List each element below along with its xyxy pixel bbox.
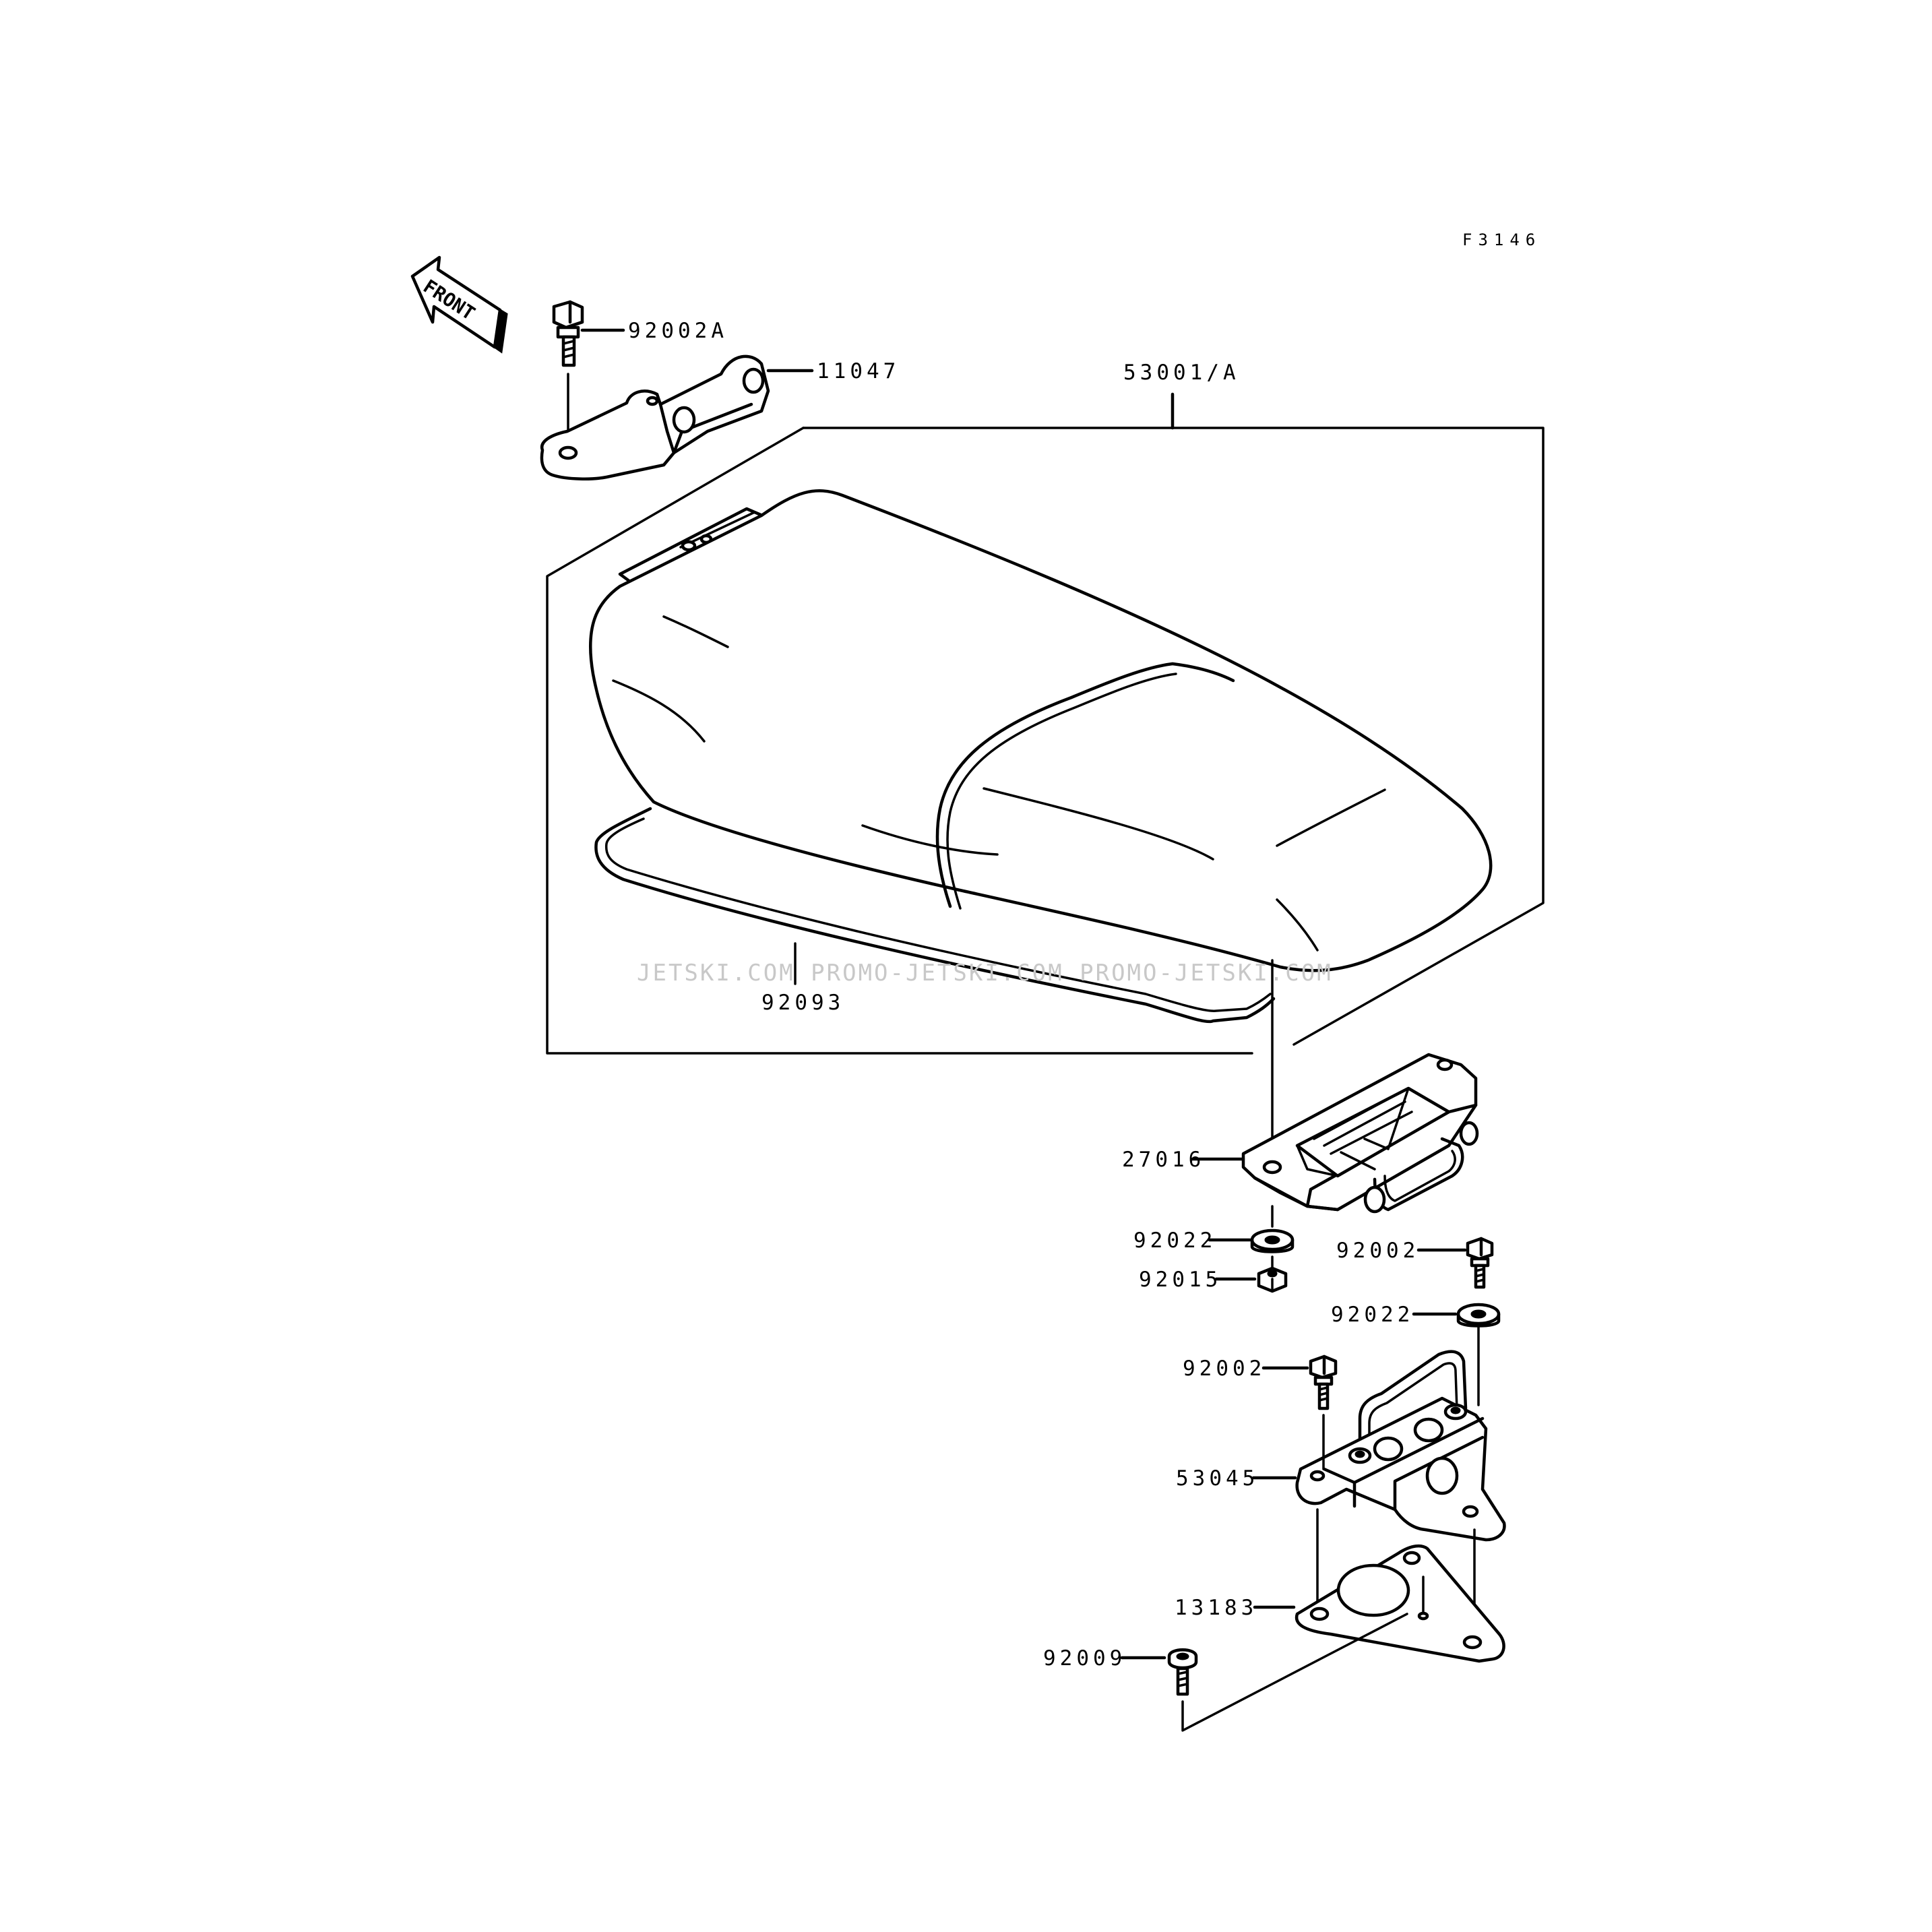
label-92002-left: 92002 xyxy=(1183,1357,1266,1381)
bracket-11047 xyxy=(540,354,814,480)
seat-assy-frame xyxy=(546,392,1545,1055)
washer-92022-right xyxy=(1412,1303,1501,1328)
bolt-92002-right xyxy=(1416,1237,1494,1289)
seat xyxy=(588,489,1493,1024)
label-13183: 13183 xyxy=(1175,1596,1257,1620)
watermark: JETSKI.COM PROMO-JETSKI.COM PROMO-JETSKI… xyxy=(637,960,1333,987)
mount-27016 xyxy=(1191,1053,1479,1214)
label-27016: 27016 xyxy=(1122,1148,1205,1172)
label-92002a: 92002A xyxy=(628,319,728,343)
washer-92022-upper xyxy=(1208,1228,1295,1253)
leader-screw-gasket xyxy=(1181,1613,1408,1732)
label-53045: 53045 xyxy=(1176,1466,1259,1491)
screw-92009 xyxy=(1120,1648,1198,1696)
nut-92015 xyxy=(1214,1266,1288,1293)
label-92093: 92093 xyxy=(761,991,844,1015)
gasket-13183 xyxy=(1253,1544,1505,1663)
label-92022-right: 92022 xyxy=(1331,1303,1414,1327)
bracket-53045 xyxy=(1251,1350,1506,1542)
label-92009: 92009 xyxy=(1043,1646,1126,1671)
label-11047: 11047 xyxy=(817,359,900,383)
label-92015: 92015 xyxy=(1139,1268,1222,1292)
label-92022-upper: 92022 xyxy=(1133,1228,1216,1253)
bolt-92002a xyxy=(552,300,625,449)
front-arrow-icon: FRONT xyxy=(410,255,508,354)
bolt-92002-left xyxy=(1261,1354,1338,1410)
label-92002-right: 92002 xyxy=(1336,1239,1419,1263)
label-53001a: 53001/A xyxy=(1123,361,1240,385)
figure-code: F3146 xyxy=(1462,230,1541,249)
